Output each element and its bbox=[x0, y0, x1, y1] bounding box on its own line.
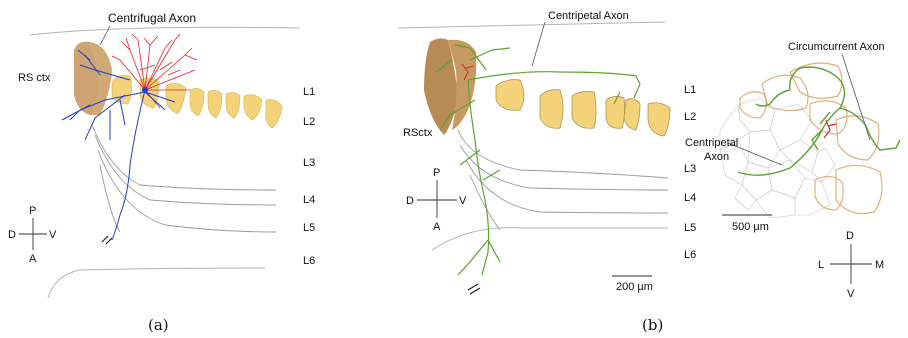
panel-b-scale-label: 200 µm bbox=[616, 281, 653, 293]
panel-a-layer-6: L6 bbox=[303, 255, 315, 267]
barrel bbox=[266, 100, 282, 128]
panel-b-region: RSctx bbox=[403, 127, 433, 139]
barrel bbox=[572, 92, 596, 129]
break-mark-a bbox=[102, 236, 112, 244]
compass-a-right: V bbox=[49, 229, 57, 241]
panel-c-circumcurrent-label: Circumcurrent Axon bbox=[788, 41, 885, 53]
panel-a: Centrifugal Axon RS ctx L1 L2 L3 L4 L5 L… bbox=[8, 11, 315, 334]
compass-c bbox=[830, 244, 872, 284]
compass-b-top: P bbox=[433, 167, 440, 179]
panel-b-layer-3: L3 bbox=[684, 163, 696, 175]
slice-outline-a bbox=[30, 27, 300, 35]
compass-a bbox=[19, 218, 47, 250]
leader-line-a bbox=[100, 26, 110, 45]
slice-outline-a-bottom bbox=[48, 268, 265, 298]
neuron-soma-a bbox=[142, 87, 148, 93]
barrel bbox=[166, 83, 186, 114]
panel-b-layer-1: L1 bbox=[684, 84, 696, 96]
leader-line-b bbox=[532, 22, 545, 66]
compass-b-right: V bbox=[459, 195, 467, 207]
barrel bbox=[226, 92, 240, 118]
compass-c-left: L bbox=[818, 259, 824, 271]
compass-c-right: M bbox=[875, 259, 884, 271]
panel-a-title: Centrifugal Axon bbox=[108, 11, 196, 25]
barrel-row-a bbox=[112, 76, 282, 128]
panel-b-layer-6: L6 bbox=[684, 249, 696, 261]
panel-c-scale-label: 500 µm bbox=[732, 221, 769, 233]
panel-b-layer-2: L2 bbox=[684, 111, 696, 123]
panel-c-centripetal-label-2: Axon bbox=[704, 151, 729, 163]
barrel bbox=[208, 90, 222, 118]
panel-b: Centripetal Axon RSctx L1 L2 L3 L4 L5 L6… bbox=[398, 10, 696, 334]
slice-outline-b bbox=[398, 22, 665, 28]
barrel bbox=[496, 80, 524, 111]
compass-b bbox=[417, 180, 457, 218]
slice-outline-b-bottom bbox=[432, 228, 668, 250]
barrel bbox=[190, 88, 204, 116]
layer-boundaries-b bbox=[458, 130, 668, 230]
barrel-row-b bbox=[496, 80, 670, 136]
panel-c: Circumcurrent Axon Centripetal Axon 500 … bbox=[685, 41, 900, 300]
compass-a-bottom: A bbox=[29, 253, 37, 265]
panel-b-title: Centripetal Axon bbox=[548, 10, 629, 22]
cell-mesh bbox=[720, 98, 835, 218]
panel-b-layer-5: L5 bbox=[684, 222, 696, 234]
compass-b-left: D bbox=[406, 195, 414, 207]
panel-a-layer-4: L4 bbox=[303, 194, 315, 206]
compass-c-bottom: V bbox=[847, 288, 855, 300]
barrel bbox=[244, 95, 262, 120]
panel-a-layer-3: L3 bbox=[303, 157, 315, 169]
panel-c-centripetal-label-1: Centripetal bbox=[685, 137, 738, 149]
compass-a-top: P bbox=[29, 205, 36, 217]
break-mark-b bbox=[468, 284, 480, 294]
panel-a-layer-1: L1 bbox=[303, 86, 315, 98]
barrel bbox=[648, 103, 670, 136]
barrel-outlines-c bbox=[740, 63, 882, 213]
panel-a-region: RS ctx bbox=[18, 72, 51, 84]
panel-a-layer-5: L5 bbox=[303, 222, 315, 234]
panel-b-layer-4: L4 bbox=[684, 192, 696, 204]
panel-b-caption: (b) bbox=[642, 316, 663, 334]
panel-a-layer-2: L2 bbox=[303, 116, 315, 128]
barrel bbox=[624, 99, 640, 130]
compass-c-top: D bbox=[846, 230, 854, 242]
compass-a-left: D bbox=[8, 229, 16, 241]
panel-a-caption: (a) bbox=[148, 316, 169, 334]
compass-b-bottom: A bbox=[433, 221, 441, 233]
barrel bbox=[540, 90, 563, 129]
